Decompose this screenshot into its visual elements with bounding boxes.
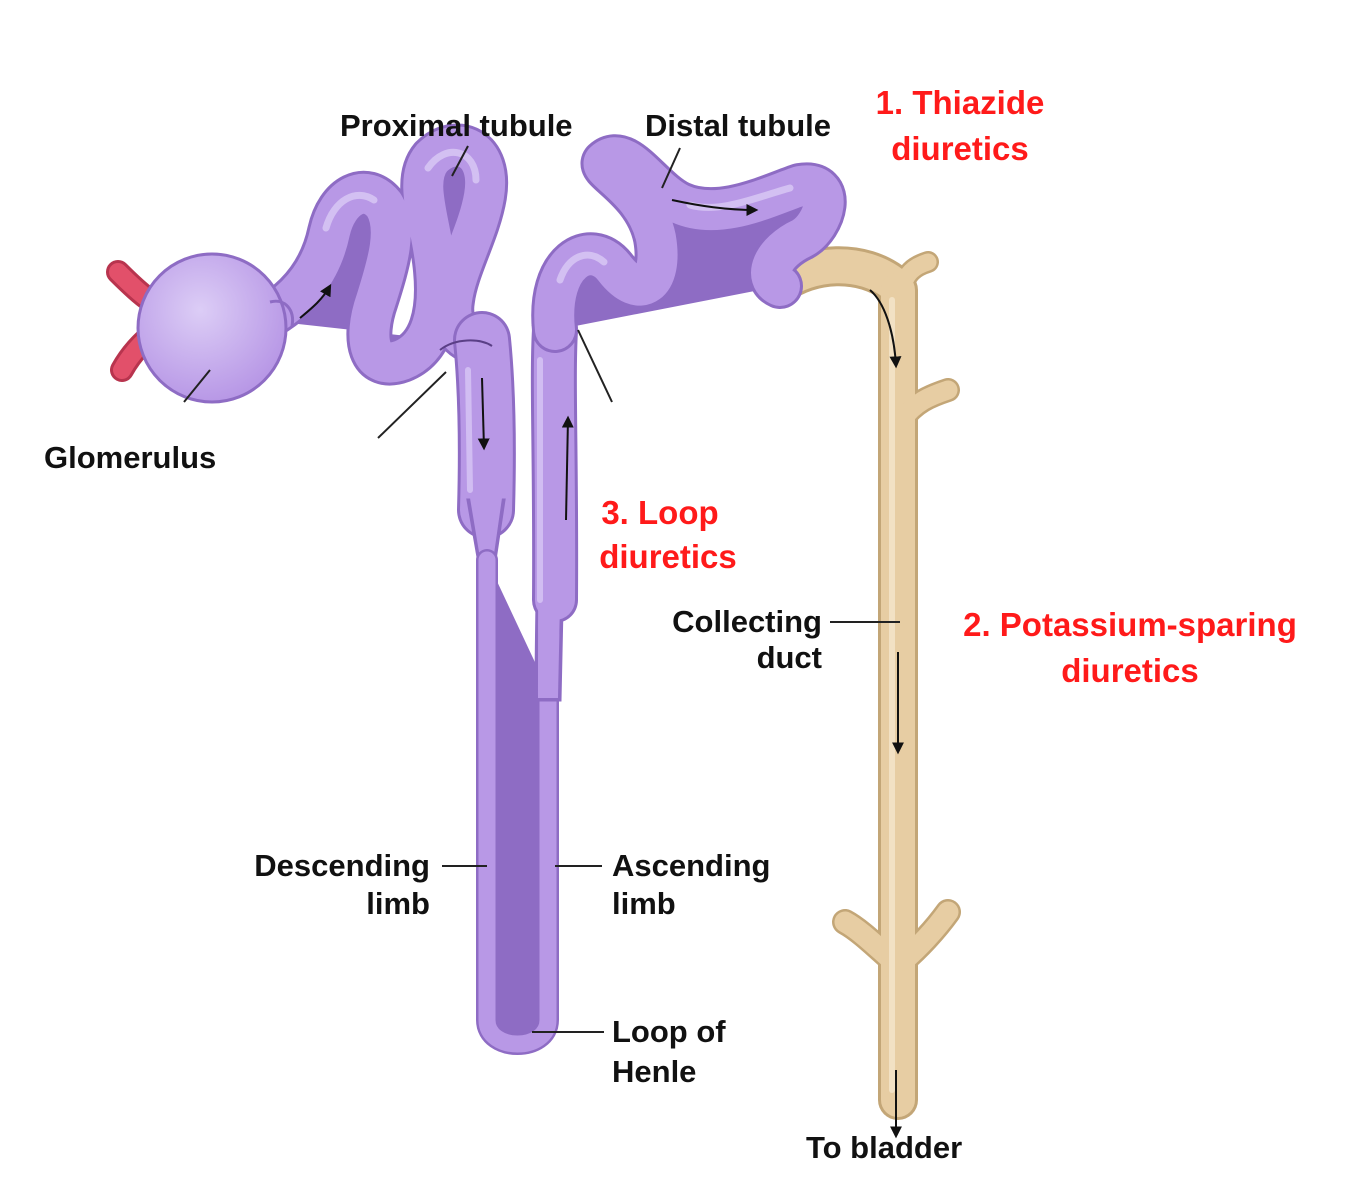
leader-ascending-thick: [577, 329, 613, 403]
flow-arrow-duct-top: [869, 289, 902, 369]
label-descending-limb-line2: limb: [366, 886, 430, 921]
leader-proximal-lower: [377, 371, 447, 439]
label-proximal-tubule: Proximal tubule: [340, 108, 573, 143]
label-collecting-duct-line1: Collecting: [672, 604, 822, 639]
drug-potassium-sparing-line2: diuretics: [1061, 652, 1199, 689]
leader-distal: [661, 147, 681, 189]
label-descending-limb-line1: Descending: [254, 848, 430, 883]
flow-arrow-distal: [671, 199, 759, 216]
label-ascending-limb-line1: Ascending: [612, 848, 770, 883]
flow-arrow-descending: [477, 377, 490, 451]
drug-labels: 1. Thiazide diuretics 2. Potassium-spari…: [599, 84, 1297, 689]
structure-labels: Proximal tubule Distal tubule Glomerulus…: [44, 108, 962, 1165]
drug-loop-line1: 3. Loop: [601, 494, 718, 531]
leader-proximal: [451, 145, 469, 177]
flow-arrows: [299, 199, 904, 1139]
flow-arrow-proximal: [299, 283, 332, 319]
drug-loop-line2: diuretics: [599, 538, 737, 575]
label-to-bladder: To bladder: [806, 1130, 962, 1165]
label-loop-of-henle-line1: Loop of: [612, 1014, 726, 1049]
glomerulus-capsule: [136, 252, 295, 404]
label-distal-tubule: Distal tubule: [645, 108, 831, 143]
proximal-tubule: [239, 123, 509, 386]
label-ascending-limb-line2: limb: [612, 886, 676, 921]
drug-thiazide-line1: 1. Thiazide: [876, 84, 1045, 121]
flow-arrow-ascending: [561, 415, 574, 521]
loop-of-henle: [439, 307, 579, 1055]
label-collecting-duct-line2: duct: [757, 640, 822, 675]
drug-thiazide-line2: diuretics: [891, 130, 1029, 167]
drug-potassium-sparing-line1: 2. Potassium-sparing: [963, 606, 1297, 643]
collecting-duct: [760, 246, 961, 1120]
label-loop-of-henle-line2: Henle: [612, 1054, 696, 1089]
distal-tubule: [531, 134, 847, 353]
label-glomerulus: Glomerulus: [44, 440, 216, 475]
leader-glomerulus: [183, 369, 211, 403]
leader-lines: [183, 145, 900, 1033]
